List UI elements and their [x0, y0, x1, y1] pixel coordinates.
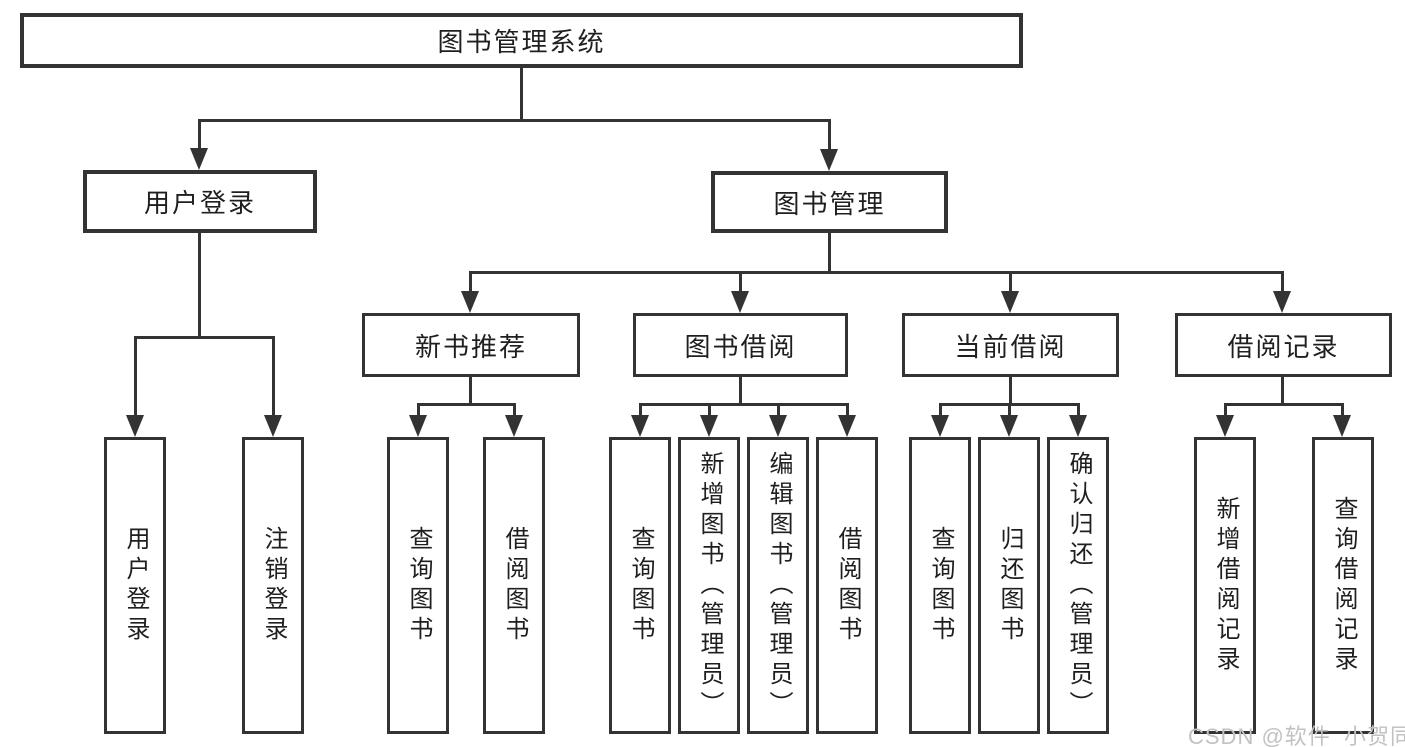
connector-level2-branch [197, 119, 831, 122]
node-logout-action: 注销登录 [242, 437, 304, 734]
node-bb-edit-books-admin: 编辑图书（管理员） [747, 437, 809, 734]
arrow-down-icon [820, 149, 838, 171]
node-book-borrow-label: 图书借阅 [684, 331, 797, 362]
connector-drop-user-login [197, 119, 201, 150]
node-bb-borrow-books: 借阅图书 [816, 437, 878, 734]
connector-user-login-stem [197, 233, 201, 339]
arrow-down-icon [1216, 415, 1234, 437]
connector-drop [1223, 403, 1227, 417]
node-book-management: 图书管理 [711, 171, 948, 233]
node-user-login-action-label: 用户登录 [122, 525, 149, 646]
node-br-query-record-label: 查询借阅记录 [1330, 495, 1357, 676]
arrow-down-icon [1001, 291, 1019, 313]
csdn-watermark: CSDN @软件_小贺同学 [1188, 724, 1405, 747]
arrow-down-icon [700, 415, 718, 437]
connector-new-book-stem [468, 377, 472, 406]
node-cb-confirm-return-admin: 确认归还（管理员） [1047, 437, 1109, 734]
connector-borrow-records-branch [1223, 403, 1344, 406]
node-cb-return-books-label: 归还图书 [996, 525, 1023, 646]
connector-drop [1007, 403, 1011, 417]
node-cb-return-books: 归还图书 [978, 437, 1040, 734]
node-user-login: 用户登录 [83, 170, 317, 233]
node-logout-action-label: 注销登录 [260, 525, 287, 646]
node-nb-borrow-books-label: 借阅图书 [501, 525, 528, 646]
arrow-down-icon [1069, 415, 1087, 437]
connector-drop-borrow-records [1280, 271, 1284, 293]
connector-drop [512, 403, 516, 417]
connector-drop [776, 403, 780, 417]
arrow-down-icon [409, 415, 427, 437]
node-book-borrow: 图书借阅 [633, 313, 848, 377]
node-borrow-records-label: 借阅记录 [1227, 331, 1340, 362]
node-br-add-record-label: 新增借阅记录 [1212, 495, 1239, 676]
arrow-down-icon [731, 291, 749, 313]
node-bb-query-books-label: 查询图书 [627, 525, 654, 646]
node-cb-query-books: 查询图书 [909, 437, 971, 734]
connector-borrow-records-stem [1280, 377, 1284, 406]
connector-current-borrow-stem [1008, 377, 1012, 406]
node-book-management-label: 图书管理 [773, 188, 886, 219]
node-br-query-record: 查询借阅记录 [1312, 437, 1374, 734]
connector-drop-current-borrow [1008, 271, 1012, 293]
connector-drop [938, 403, 942, 417]
node-new-book-recommend: 新书推荐 [362, 313, 580, 377]
connector-drop-login-action [133, 336, 137, 416]
connector-drop-new-book [468, 271, 472, 293]
node-nb-borrow-books: 借阅图书 [483, 437, 545, 734]
node-user-login-label: 用户登录 [143, 188, 256, 218]
connector-book-borrow-branch [638, 403, 849, 406]
node-new-book-recommend-label: 新书推荐 [414, 331, 527, 362]
arrow-down-icon [769, 415, 787, 437]
node-nb-query-books: 查询图书 [387, 437, 449, 734]
arrow-down-icon [931, 415, 949, 437]
arrow-down-icon [126, 415, 144, 437]
arrow-down-icon [1333, 415, 1351, 437]
arrow-down-icon [838, 415, 856, 437]
node-br-add-record: 新增借阅记录 [1194, 437, 1256, 734]
arrow-down-icon [631, 415, 649, 437]
connector-new-book-branch [416, 403, 516, 406]
arrow-down-icon [1273, 291, 1291, 313]
connector-drop [416, 403, 420, 417]
node-cb-query-books-label: 查询图书 [927, 525, 954, 646]
connector-drop-book-management [827, 119, 831, 150]
node-cb-confirm-return-admin-label: 确认归还（管理员） [1065, 450, 1092, 721]
node-root: 图书管理系统 [20, 13, 1023, 68]
connector-drop-book-borrow [738, 271, 742, 293]
connector-drop [1340, 403, 1344, 417]
arrow-down-icon [461, 291, 479, 313]
connector-drop [845, 403, 849, 417]
connector-drop-logout-action [271, 336, 275, 416]
connector-book-management-stem [827, 233, 831, 274]
node-bb-add-books-admin: 新增图书（管理员） [678, 437, 740, 734]
node-current-borrow-label: 当前借阅 [954, 331, 1067, 362]
connector-drop [638, 403, 642, 417]
node-bb-edit-books-admin-label: 编辑图书（管理员） [765, 450, 792, 721]
node-nb-query-books-label: 查询图书 [405, 525, 432, 646]
node-user-login-action: 用户登录 [104, 437, 166, 734]
node-bb-add-books-admin-label: 新增图书（管理员） [696, 450, 723, 721]
connector-drop [1076, 403, 1080, 417]
connector-user-login-branch [133, 336, 275, 339]
node-root-label: 图书管理系统 [437, 27, 606, 57]
connector-root-stem [520, 68, 523, 122]
connector-book-borrow-stem [738, 377, 742, 406]
connector-drop [707, 403, 711, 417]
arrow-down-icon [505, 415, 523, 437]
arrow-down-icon [190, 148, 208, 170]
node-bb-borrow-books-label: 借阅图书 [834, 525, 861, 646]
connector-level3-branch [468, 271, 1283, 274]
node-borrow-records: 借阅记录 [1175, 313, 1392, 377]
arrow-down-icon [1000, 415, 1018, 437]
arrow-down-icon [264, 415, 282, 437]
node-bb-query-books: 查询图书 [609, 437, 671, 734]
node-current-borrow: 当前借阅 [902, 313, 1119, 377]
